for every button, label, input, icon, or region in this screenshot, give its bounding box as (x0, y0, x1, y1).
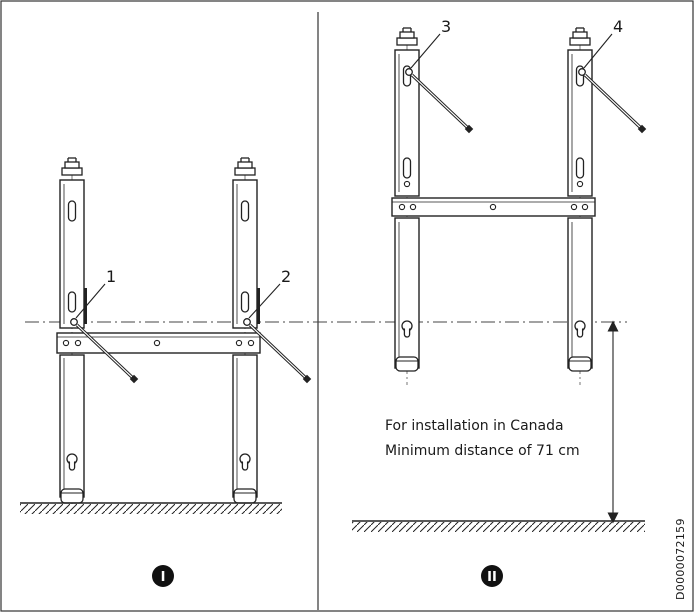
panel-two-badge (481, 565, 503, 587)
panel-two-assembly: 3 4 For installation in Canada Minimum d… (352, 17, 648, 587)
panel-two-label: II (487, 570, 497, 585)
right-post-panel-two (567, 27, 593, 385)
panel-one-label: I (161, 570, 166, 585)
left-post-panel-one (59, 157, 87, 505)
panel-one-badge (152, 565, 174, 587)
crossbar-panel-two (391, 197, 596, 217)
callout-2: 2 (281, 267, 291, 286)
note-line-2: Minimum distance of 71 cm (385, 443, 580, 459)
ground-panel-two (352, 520, 645, 532)
callout-3: 3 (441, 17, 451, 36)
document-id: D0000072159 (674, 518, 687, 600)
note-line-1: For installation in Canada (385, 418, 564, 434)
panel-one-assembly: 1 2 I (20, 157, 627, 587)
right-post-panel-one (232, 157, 260, 505)
ground-panel-one (20, 502, 282, 514)
callout-4: 4 (613, 17, 623, 36)
callout-1: 1 (106, 267, 116, 286)
